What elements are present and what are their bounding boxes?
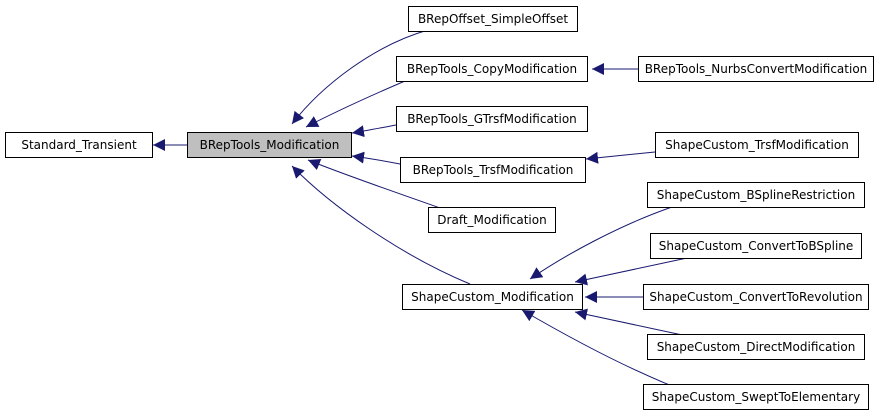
edge-shapecustom-modification-to-breptools-modification xyxy=(291,165,471,285)
node-shapecustom-swepttoelementary[interactable]: ShapeCustom_SweptToElementary xyxy=(643,384,869,410)
node-brepoffset-simpleoffset[interactable]: BRepOffset_SimpleOffset xyxy=(408,6,578,32)
edge-breptools-gtrsfmodification-to-breptools-modification xyxy=(351,124,397,138)
node-shapecustom-converttobspline[interactable]: ShapeCustom_ConvertToBSpline xyxy=(650,233,862,259)
node-shapecustom-modification[interactable]: ShapeCustom_Modification xyxy=(402,284,583,310)
node-shapecustom-directmodification[interactable]: ShapeCustom_DirectModification xyxy=(647,334,865,360)
node-shapecustom-bsplinerestriction[interactable]: ShapeCustom_BSplineRestriction xyxy=(647,182,865,208)
node-breptools-copymodification[interactable]: BRepTools_CopyModification xyxy=(396,56,588,82)
node-standard-transient[interactable]: Standard_Transient xyxy=(5,132,153,158)
node-breptools-modification[interactable]: BRepTools_Modification xyxy=(187,132,352,158)
edge-bsplinerestriction-to-shapecustom-modification xyxy=(529,206,673,280)
edge-draft-modification-to-breptools-modification xyxy=(307,158,441,209)
edge-brepoffset-simpleoffset-to-breptools-modification xyxy=(291,29,429,125)
node-shapecustom-trsfmodification[interactable]: ShapeCustom_TrsfModification xyxy=(655,132,859,158)
node-breptools-nurbsconvertmodification[interactable]: BRepTools_NurbsConvertModification xyxy=(638,56,874,82)
edge-swepttoelementary-to-shapecustom-modification xyxy=(521,309,673,387)
node-breptools-gtrsfmodification[interactable]: BRepTools_GTrsfModification xyxy=(396,106,588,132)
node-breptools-trsfmodification[interactable]: BRepTools_TrsfModification xyxy=(400,157,586,183)
edge-breptools-trsfmodification-to-breptools-modification xyxy=(351,151,401,165)
edge-directmodification-to-shapecustom-modification xyxy=(574,308,688,337)
edge-shapecustom-trsf-to-breptools-trsf xyxy=(585,151,656,164)
edge-converttobspline-to-shapecustom-modification xyxy=(574,257,688,286)
node-shapecustom-converttorevolution[interactable]: ShapeCustom_ConvertToRevolution xyxy=(643,284,869,310)
edge-breptools-copymodification-to-breptools-modification xyxy=(305,80,406,128)
node-draft-modification[interactable]: Draft_Modification xyxy=(428,207,556,233)
